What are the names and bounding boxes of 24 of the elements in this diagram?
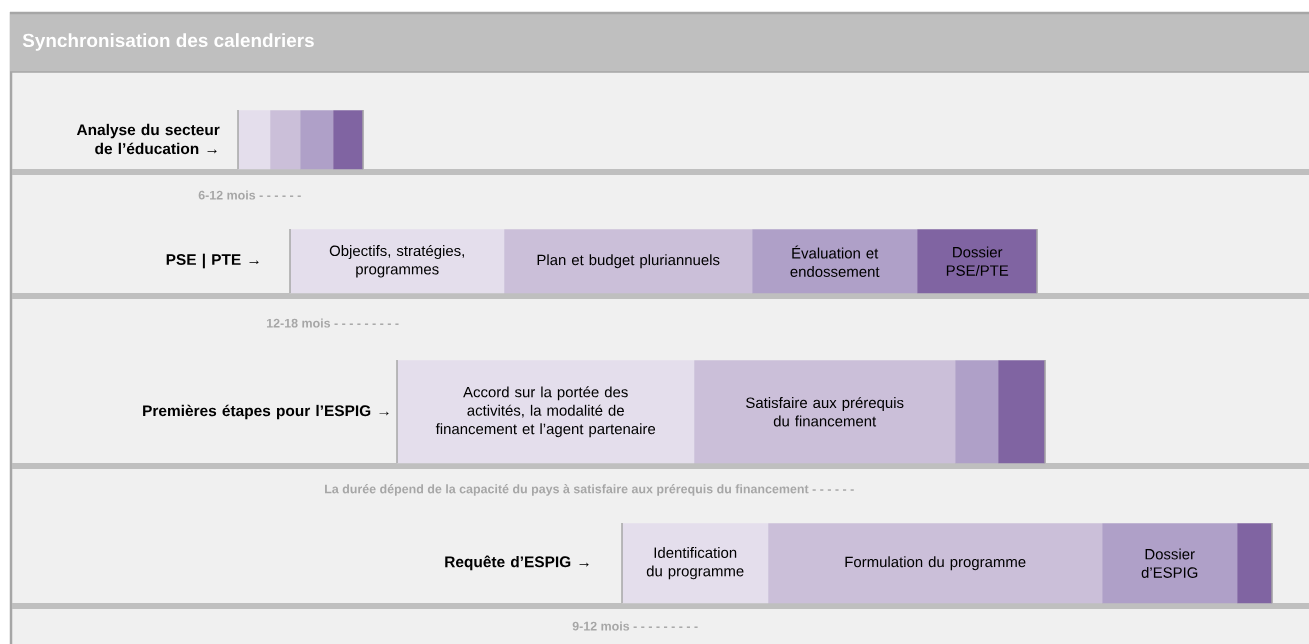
duration-label: La durée dépend de la capacité du pays à satisfaire aux prérequis du financement - - - - - - bbox=[325, 484, 854, 496]
timeline-segment bbox=[998, 360, 1046, 464]
duration-label: 9-12 mois - - - - - - - - - bbox=[572, 621, 698, 631]
timeline-segment bbox=[333, 110, 364, 170]
duration-label: 6-12 mois - - - - - - bbox=[198, 190, 301, 200]
row-label: Requête d’ESPIG → bbox=[445, 555, 589, 571]
timeline-segment: Formulation du programme bbox=[768, 523, 1103, 604]
timeline-segment: Dossier d’ESPIG bbox=[1102, 523, 1238, 604]
timeline-segment: Objectifs, stratégies, programmes bbox=[290, 229, 505, 294]
duration-label: 12-18 mois - - - - - - - - - bbox=[267, 318, 399, 328]
timeline-segment bbox=[1237, 523, 1273, 604]
timeline-segment bbox=[238, 110, 271, 170]
timeline-segment: Plan et budget pluriannuels bbox=[504, 229, 753, 294]
timeline-segment: Identification du programme bbox=[622, 523, 769, 604]
timeline-segment: Accord sur la portée des activités, la modalité de financement et l’agent partenaire bbox=[397, 360, 695, 464]
timeline-segment: Évaluation et endossement bbox=[752, 229, 918, 294]
timeline-segment: Dossier PSE/PTE bbox=[917, 229, 1038, 294]
row-label: Analyse du secteur de l’éducation → bbox=[76, 123, 220, 155]
header-band: Synchronisation des calendriers bbox=[9, 11, 1309, 73]
row-label: PSE | PTE → bbox=[166, 253, 259, 269]
timeline-segment: Satisfaire aux prérequis du financement bbox=[694, 360, 956, 464]
timeline-segment bbox=[955, 360, 999, 464]
timeline-segment bbox=[300, 110, 334, 170]
timeline-segment bbox=[270, 110, 301, 170]
